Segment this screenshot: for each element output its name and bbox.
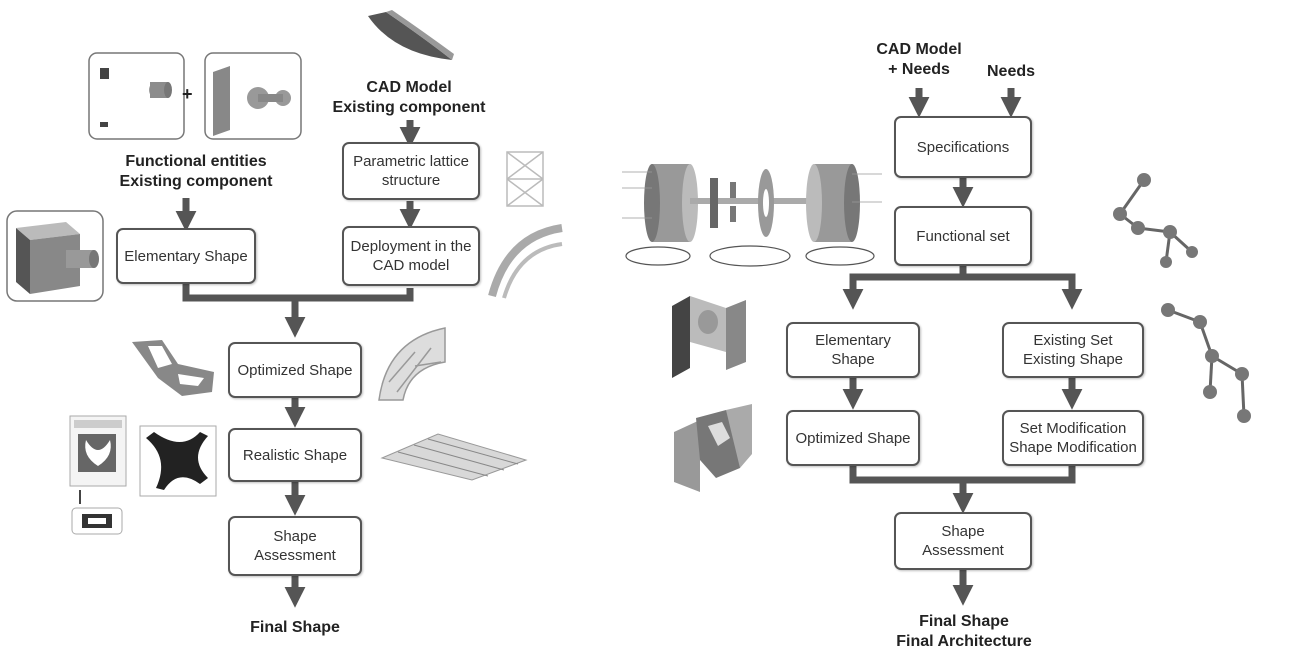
optimized-bracket-illustration (128, 334, 220, 404)
elementary-shape-box-right: Elementary Shape (786, 322, 920, 378)
optimized-shape-box: Optimized Shape (228, 342, 362, 398)
graph-illustration-bottom (1150, 300, 1260, 430)
graph-illustration-top (1100, 168, 1200, 268)
optimized-arch-illustration (375, 322, 447, 402)
merge-line-left (182, 284, 414, 302)
realistic-lattice-illustration (378, 430, 528, 482)
topology-screenshot-illustration (68, 412, 218, 537)
final-shape-label: Final Shape (250, 619, 340, 636)
optimized-shape-box-right: Optimized Shape (786, 410, 920, 466)
functional-entities-illustration (88, 52, 303, 142)
parametric-lattice-box: Parametric lattice structure (342, 142, 480, 200)
cad-model-label: CAD Model Existing component (325, 78, 493, 118)
cad-wing-illustration (364, 8, 456, 70)
final-architecture-line: Final Architecture (896, 633, 1032, 650)
elementary-3d-illustration (6, 210, 104, 302)
needs-label: Needs (986, 63, 1036, 80)
lattice-cube-illustration (503, 148, 547, 210)
split-line-right-2 (963, 273, 1083, 310)
deployment-box: Deployment in the CAD model (342, 226, 480, 286)
specifications-box: Specifications (894, 116, 1032, 178)
cad-model-line1: CAD Model (366, 79, 452, 96)
cad-needs-line1: CAD Model (876, 41, 962, 58)
existing-set-line1: Existing Set (1033, 332, 1113, 349)
cad-model-line2: Existing component (332, 99, 486, 116)
elementary-shape-box: Elementary Shape (116, 228, 256, 284)
split-line-right (842, 266, 967, 310)
cad-needs-label: CAD Model + Needs (860, 40, 978, 80)
lattice-arch-illustration (488, 222, 563, 300)
final-shape-right-line: Final Shape (919, 613, 1009, 630)
shape-assessment-box-right: Shape Assessment (894, 512, 1032, 570)
plus-sign: + (182, 84, 193, 104)
elementary-box-3d-illustration (668, 292, 750, 380)
shape-assessment-box: Shape Assessment (228, 516, 362, 576)
realistic-shape-box: Realistic Shape (228, 428, 362, 482)
set-modification-line2: Shape Modification (1009, 439, 1137, 456)
existing-set-box: Existing Set Existing Shape (1002, 322, 1144, 378)
optimized-box-3d-illustration (670, 402, 756, 494)
cad-needs-line2: + Needs (888, 61, 950, 78)
gearbox-exploded-illustration (618, 152, 886, 272)
set-modification-box: Set Modification Shape Modification (1002, 410, 1144, 466)
set-modification-line1: Set Modification (1019, 420, 1127, 437)
functional-entities-label: Functional entities Existing component (96, 152, 296, 192)
functional-entities-line1: Functional entities (125, 153, 267, 170)
merge-line-right (849, 466, 1076, 484)
functional-set-box: Functional set (894, 206, 1032, 266)
functional-entities-line2: Existing component (119, 173, 273, 190)
final-architecture-label: Final Shape Final Architecture (884, 612, 1044, 652)
existing-set-line2: Existing Shape (1022, 351, 1124, 368)
